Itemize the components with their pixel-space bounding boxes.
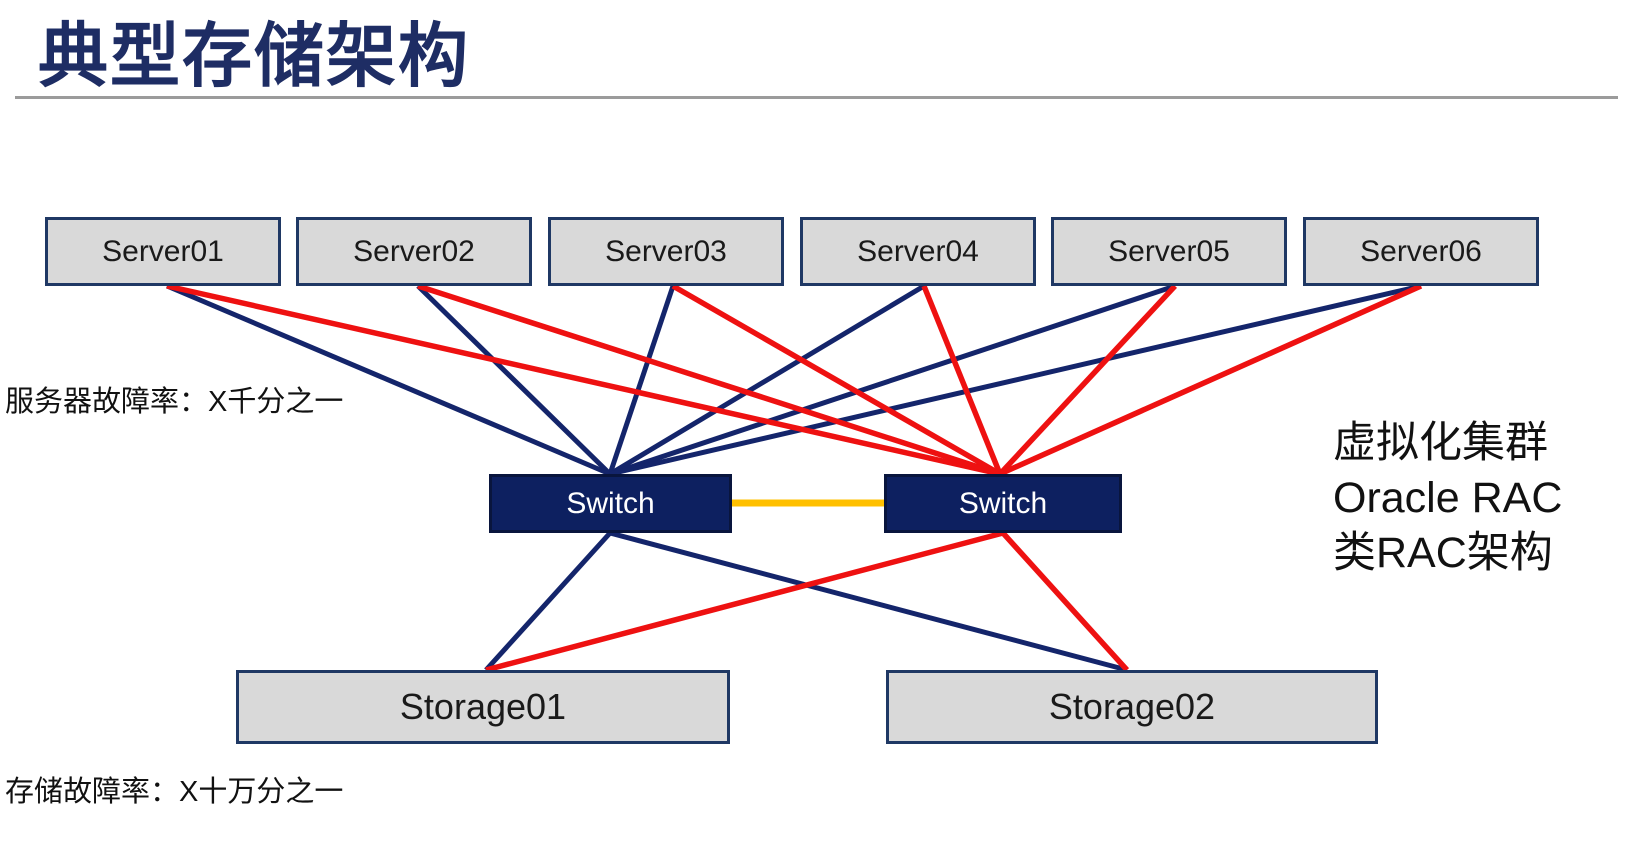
cluster-note-line-1: 虚拟化集群 <box>1333 419 1548 467</box>
server-label: Server05 <box>1108 234 1230 268</box>
server-box-4: Server04 <box>800 217 1036 286</box>
storage-label: Storage01 <box>399 686 567 727</box>
cluster-note-line-2: Oracle RAC <box>1333 474 1563 522</box>
link-server-2-switch-1 <box>416 284 612 476</box>
link-switch-2-storage-1 <box>485 530 1004 673</box>
switch-label: Switch <box>566 486 655 520</box>
storage-box-2: Storage02 <box>886 670 1378 744</box>
switch-box-1: Switch <box>489 474 732 533</box>
link-server-4-switch-2 <box>921 284 1003 476</box>
link-server-4-switch-1 <box>608 283 926 477</box>
link-server-1-switch-1 <box>166 283 611 477</box>
link-server-1-switch-2 <box>166 283 1001 477</box>
link-server-5-switch-2 <box>997 284 1178 476</box>
link-server-6-switch-1 <box>609 283 1422 477</box>
link-server-5-switch-1 <box>609 283 1176 477</box>
cluster-note-line-3: 类RAC架构 <box>1333 529 1553 577</box>
page-title: 典型存储架构 <box>38 17 470 95</box>
server-box-6: Server06 <box>1303 217 1539 286</box>
cluster-architecture-note: 虚拟化集群 Oracle RAC 类RAC架构 <box>1333 416 1562 581</box>
server-label: Server06 <box>1360 234 1482 268</box>
title-divider <box>15 96 1618 99</box>
link-switch-1-storage-2 <box>609 530 1128 673</box>
storage-box-1: Storage01 <box>236 670 730 744</box>
server-label: Server02 <box>353 234 475 268</box>
link-switch-1-storage-1 <box>484 531 612 672</box>
server-label: Server01 <box>102 234 224 268</box>
server-failure-rate-note: 服务器故障率：X千分之一 <box>5 386 344 418</box>
switch-label: Switch <box>958 486 1048 520</box>
server-label: Server04 <box>857 234 979 268</box>
storage-label: Storage02 <box>1048 686 1216 727</box>
server-box-5: Server05 <box>1051 217 1287 286</box>
link-server-3-switch-1 <box>607 285 676 475</box>
server-box-2: Server02 <box>296 217 532 286</box>
storage-failure-rate-note: 存储故障率：X十万分之一 <box>5 776 344 808</box>
link-server-2-switch-2 <box>417 283 1001 477</box>
server-box-1: Server01 <box>45 217 281 286</box>
link-switch-2-storage-2 <box>1000 531 1130 672</box>
link-server-3-switch-2 <box>671 283 1002 477</box>
server-label: Server03 <box>605 234 727 268</box>
link-server-6-switch-2 <box>998 283 1423 477</box>
server-box-3: Server03 <box>548 217 784 286</box>
switch-box-2: Switch <box>884 474 1122 533</box>
